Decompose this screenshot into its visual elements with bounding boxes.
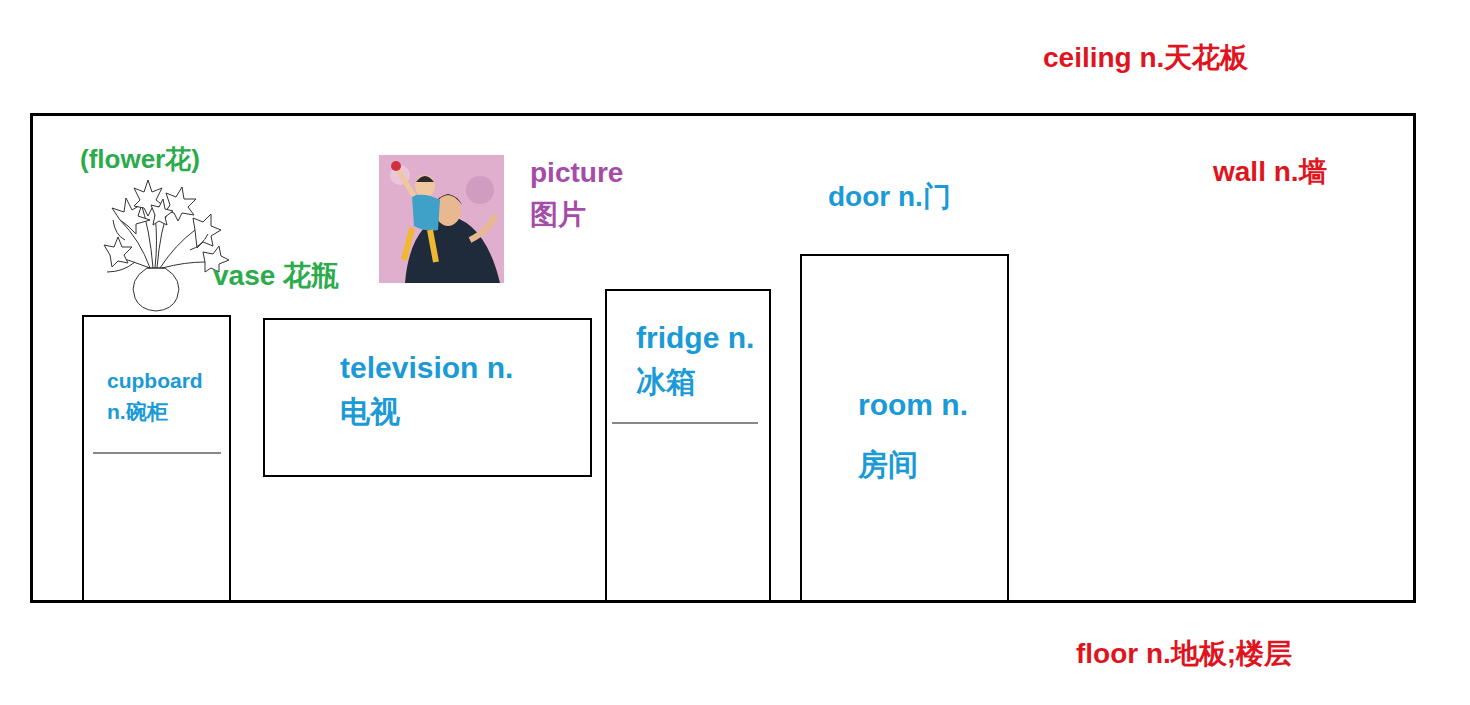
television-box: television n.电视	[263, 318, 592, 477]
vase-drawing	[104, 180, 229, 311]
vocab-label: picture 图片	[530, 152, 640, 236]
painting	[379, 155, 504, 283]
shelf-line	[93, 452, 221, 454]
vocab-label: door n.门	[828, 179, 1008, 215]
node-label: fridge n.冰箱	[636, 316, 761, 404]
node-label: television n.电视	[340, 346, 520, 434]
wall-outline: wall n.墙 cupboard n.碗柜 television n.电视 frid…	[30, 113, 1416, 603]
vocab-label: ceiling n.天花板	[1043, 40, 1363, 76]
node-label: wall n.墙	[1213, 154, 1393, 190]
node-label: cupboard n.碗柜	[107, 365, 225, 427]
vocab-label: vase 花瓶	[213, 258, 383, 294]
fridge-box: fridge n.冰箱	[605, 289, 771, 603]
shelf-line	[612, 422, 758, 424]
door-box: room n.房间	[800, 254, 1009, 603]
cupboard-box: cupboard n.碗柜	[82, 315, 231, 603]
node-label: room n.房间	[858, 375, 978, 495]
vocab-label: (flower花)	[80, 142, 280, 176]
vocab-label: floor n.地板;楼层	[1076, 636, 1396, 672]
